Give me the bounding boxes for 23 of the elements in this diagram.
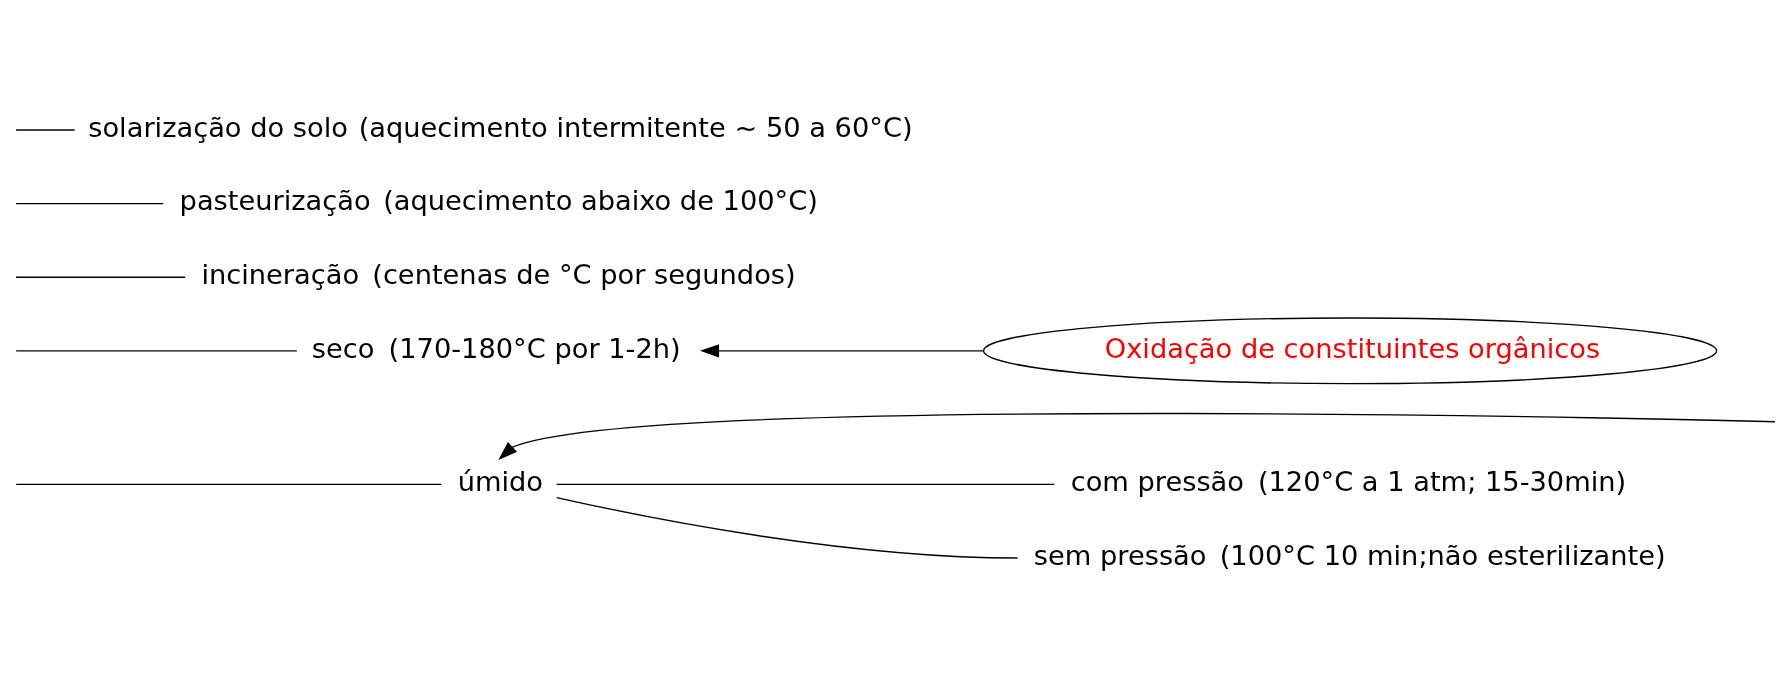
node-label: (120°C a 1 atm; 15-30min) bbox=[1257, 466, 1627, 498]
node-ellipse: Oxidação de constituintes orgânicos bbox=[982, 317, 1718, 385]
connector bbox=[15, 483, 442, 486]
node-text: com pressão bbox=[1070, 466, 1244, 498]
connector bbox=[556, 496, 1019, 559]
node-text: sem pressão bbox=[1033, 539, 1207, 571]
connector bbox=[555, 483, 1055, 486]
node-label: (aquecimento abaixo de 100°C) bbox=[383, 185, 818, 217]
node-label: (170-180°C por 1-2h) bbox=[388, 332, 681, 364]
node-text: úmido bbox=[457, 466, 544, 498]
node-label: (aquecimento intermitente ~ 50 a 60°C) bbox=[358, 111, 913, 143]
node-label: (centenas de °C por segundos) bbox=[372, 259, 796, 291]
node-text: solarização do solo bbox=[88, 111, 348, 143]
node-text: pasteurização bbox=[179, 185, 371, 217]
connector bbox=[15, 350, 298, 352]
connector bbox=[15, 276, 186, 278]
arrow bbox=[699, 344, 985, 358]
arrow bbox=[498, 412, 1776, 460]
connector bbox=[15, 129, 76, 131]
connector bbox=[15, 202, 164, 205]
node-text: incineração bbox=[201, 259, 360, 291]
node-label: (100°C 10 min;não esterilizante) bbox=[1219, 539, 1666, 571]
node-text: seco bbox=[311, 332, 375, 364]
